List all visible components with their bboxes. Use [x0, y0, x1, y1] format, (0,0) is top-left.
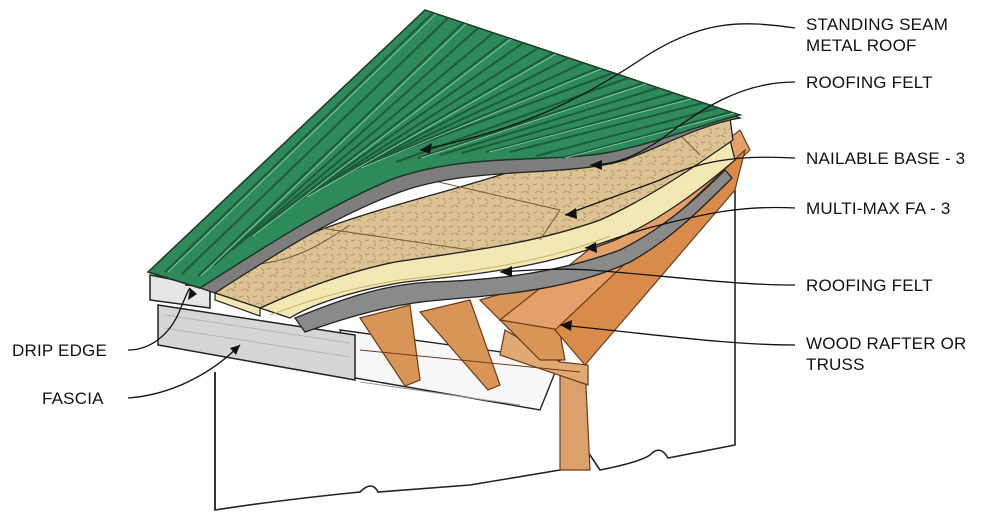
- label-standing-seam-line2: METAL ROOF: [806, 36, 917, 55]
- leader-lines: [127, 23, 796, 399]
- label-standing-seam-line1: STANDING SEAM: [806, 15, 949, 34]
- label-fascia: FASCIA: [42, 389, 104, 408]
- label-roofing-felt-bottom: ROOFING FELT: [806, 276, 933, 295]
- leader-multi-max: [584, 206, 796, 249]
- label-wood-rafter-line2: TRUSS: [806, 355, 865, 374]
- fascia-board: [157, 304, 356, 381]
- leader-drip-edge: [127, 287, 191, 351]
- label-standing-seam-metal-roof: STANDING SEAM METAL ROOF: [806, 14, 948, 56]
- leader-nailable-base: [564, 156, 796, 216]
- leader-fascia: [127, 344, 241, 399]
- leader-arrowheads: [188, 143, 602, 355]
- leader-wood-rafter: [559, 324, 796, 346]
- leader-roofing-felt-top: [589, 81, 796, 166]
- label-multi-max: MULTI-MAX FA - 3: [806, 199, 951, 218]
- label-roofing-felt-top: ROOFING FELT: [806, 73, 933, 92]
- label-wood-rafter-or-truss: WOOD RAFTER OR TRUSS: [806, 333, 967, 375]
- label-wood-rafter-line1: WOOD RAFTER OR: [806, 334, 967, 353]
- leader-roofing-felt-bottom: [499, 268, 796, 286]
- roofing-felt-bottom-layer: [293, 169, 733, 333]
- label-drip-edge: DRIP EDGE: [12, 341, 108, 360]
- leader-standing-seam: [419, 23, 796, 151]
- standing-seam-metal-roof: [146, 9, 743, 289]
- wall: [214, 190, 736, 511]
- label-nailable-base: NAILABLE BASE - 3: [806, 149, 966, 168]
